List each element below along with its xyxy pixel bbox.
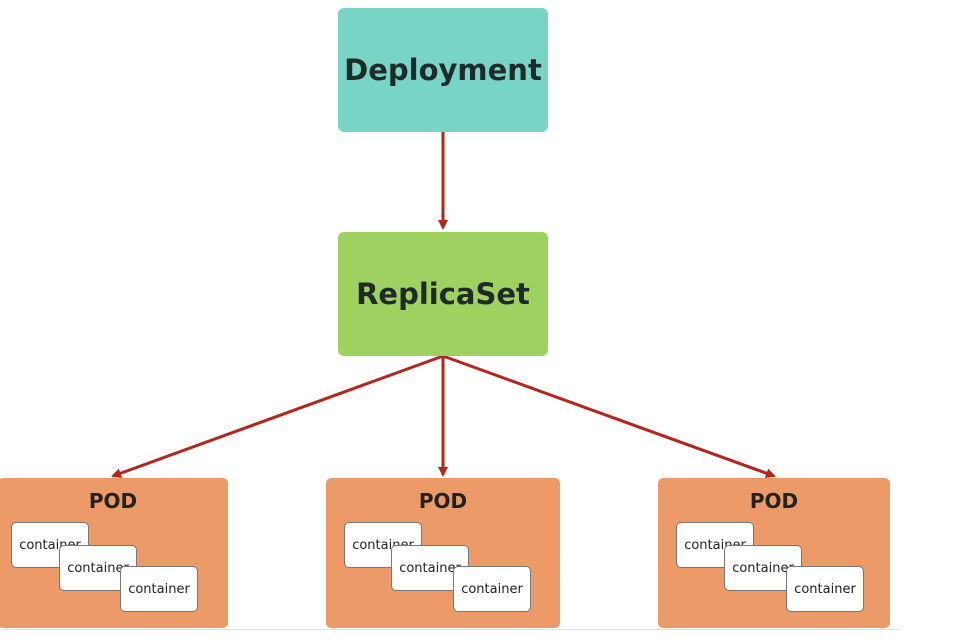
deployment-label: Deployment <box>344 53 542 87</box>
container-box: container <box>120 566 198 612</box>
arrow-replicaset-to-pod-1 <box>111 354 444 478</box>
pod-title: POD <box>418 489 468 513</box>
arrow-replicaset-to-pod-3 <box>442 354 776 478</box>
pod-node-3: POD container container container <box>658 478 890 628</box>
bottom-divider <box>0 629 900 630</box>
pod-title: POD <box>88 489 138 513</box>
deployment-node: Deployment <box>338 8 548 132</box>
container-box: container <box>786 566 864 612</box>
pod-node-1: POD container container container <box>0 478 228 628</box>
container-box: container <box>453 566 531 612</box>
replicaset-node: ReplicaSet <box>338 232 548 356</box>
pod-node-2: POD container container container <box>326 478 560 628</box>
pod-title: POD <box>749 489 799 513</box>
replicaset-label: ReplicaSet <box>356 277 530 311</box>
